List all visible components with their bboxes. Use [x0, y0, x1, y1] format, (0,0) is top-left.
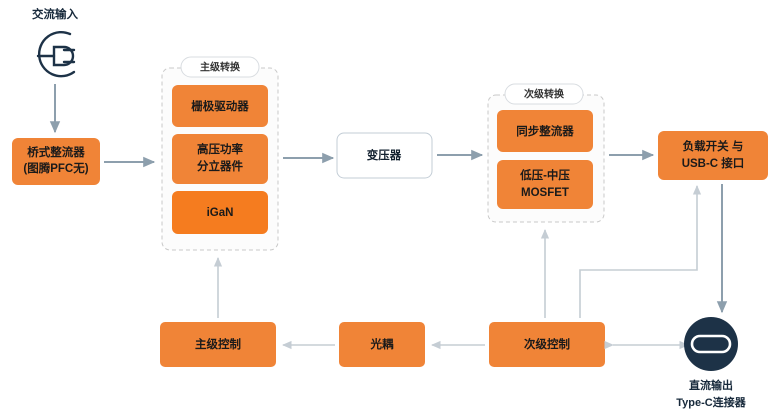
sync-rectifier-label: 同步整流器 [516, 124, 574, 138]
usb-c-connector-block: 直流输出 Type-C连接器 [676, 317, 747, 409]
edge-secondary-control-to-loadswitch [579, 185, 702, 318]
load-switch-label-line1: 负载开关 与 [683, 139, 744, 153]
node-secondary-control[interactable]: 次级控制 [489, 322, 605, 367]
ac-input-block: 交流输入 [32, 7, 78, 134]
hv-power-label-line1: 高压功率 [197, 142, 243, 156]
bridge-rectifier-label-line1: 桥式整流器 [27, 145, 85, 159]
node-igan[interactable]: iGaN [172, 191, 268, 234]
usb-c-port-outline [690, 334, 732, 354]
node-sync-rectifier[interactable]: 同步整流器 [497, 110, 593, 152]
optocoupler-label: 光耦 [370, 337, 394, 351]
igan-label: iGaN [207, 207, 234, 219]
hv-power-label-line2: 分立器件 [197, 159, 243, 173]
mosfet-label-line1: 低压-中压 [519, 168, 570, 182]
node-optocoupler[interactable]: 光耦 [339, 322, 425, 367]
power-plug-icon [36, 30, 76, 78]
node-gate-driver[interactable]: 栅极驱动器 [172, 85, 268, 127]
node-transformer[interactable]: 变压器 [336, 132, 433, 179]
group-secondary-conversion: 次级转换 同步整流器 低压-中压 MOSFET [487, 83, 605, 223]
node-hv-power-discrete[interactable]: 高压功率 分立器件 [172, 134, 268, 184]
ac-input-label: 交流输入 [32, 7, 78, 21]
group-primary-conversion: 主级转换 栅极驱动器 高压功率 分立器件 iGaN [161, 56, 279, 251]
bridge-rectifier-label-line2: (图腾PFC无) [23, 161, 88, 175]
node-lv-mv-mosfet[interactable]: 低压-中压 MOSFET [497, 160, 593, 209]
usb-c-connector-icon [684, 317, 738, 371]
output-caption-line2: Type-C连接器 [676, 395, 746, 409]
gate-driver-label: 栅极驱动器 [191, 99, 249, 113]
secondary-conversion-title: 次级转换 [524, 88, 565, 101]
node-primary-control[interactable]: 主级控制 [160, 322, 276, 367]
mosfet-label-line2: MOSFET [521, 187, 569, 199]
primary-control-label: 主级控制 [195, 337, 241, 351]
load-switch-label-line2: USB-C 接口 [682, 156, 745, 170]
primary-conversion-title: 主级转换 [200, 61, 241, 74]
node-bridge-rectifier[interactable]: 桥式整流器 (图腾PFC无) [12, 138, 100, 185]
secondary-control-label: 次级控制 [524, 337, 570, 351]
primary-conversion-title-pill [180, 56, 260, 78]
node-load-switch-usbc[interactable]: 负载开关 与 USB-C 接口 [658, 131, 768, 180]
transformer-label: 变压器 [367, 148, 402, 162]
output-caption-line1: 直流输出 [689, 378, 733, 392]
secondary-conversion-title-pill [504, 83, 584, 105]
